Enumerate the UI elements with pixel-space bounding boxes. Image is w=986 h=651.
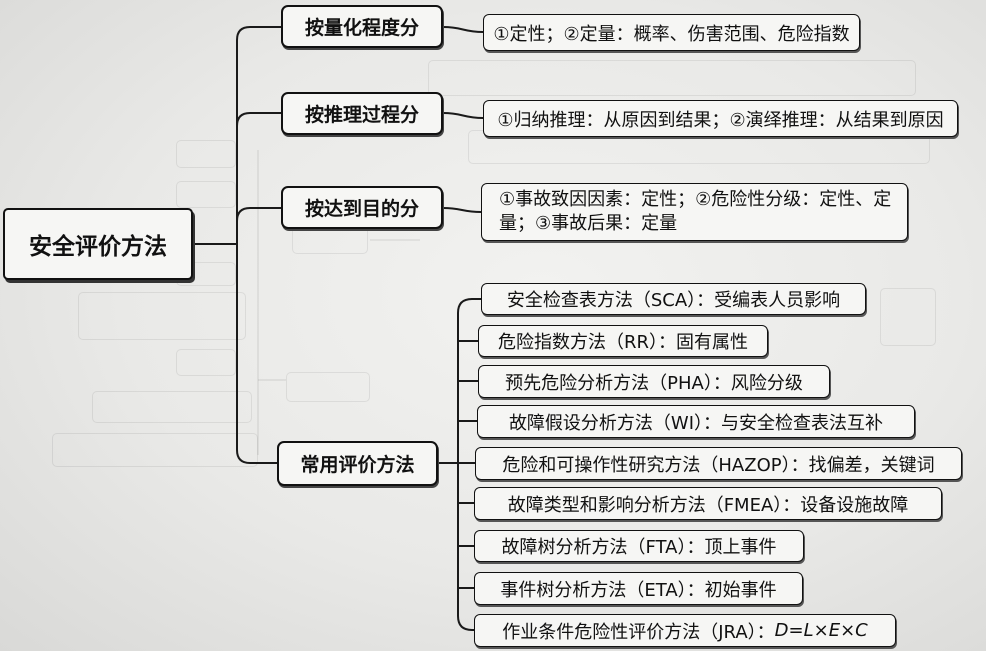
method-node-text: 故障假设分析方法（WI）：与安全检查表法互补	[508, 412, 884, 434]
connector-trunk-to-purpose	[236, 207, 282, 222]
branch-node-by-quantification: 按量化程度分	[281, 5, 443, 48]
branch-node-common-methods: 常用评价方法	[277, 441, 438, 486]
method-node-jra: 作业条件危险性评价方法（JRA）：D=L×E×C	[474, 614, 896, 647]
method-node-wi: 故障假设分析方法（WI）：与安全检查表法互补	[477, 405, 915, 438]
detail-node-text: ①归纳推理：从原因到结果；②演绎推理：从结果到原因	[497, 109, 944, 131]
method-node-eta: 事件树分析方法（ETA）：初始事件	[474, 572, 803, 605]
detail-node-text: ①事故致因因素：定性；②危险性分级：定性、定量；③事故后果：定量	[499, 189, 892, 234]
method-node-hazop: 危险和可操作性研究方法（HAZOP）：找偏差，关键词	[475, 447, 962, 480]
branch-node-label: 按达到目的分	[304, 198, 419, 220]
ghost-box	[176, 181, 236, 208]
branch-node-label: 按推理过程分	[304, 104, 419, 126]
method-node-fmea: 故障类型和影响分析方法（FMEA）：设备设施故障	[474, 487, 942, 520]
root-node: 安全评价方法	[3, 208, 193, 280]
method-node-text: 危险和可操作性研究方法（HAZOP）：找偏差，关键词	[502, 454, 935, 476]
branch-node-label: 按量化程度分	[304, 17, 419, 39]
method-formula: D=L×E×C	[774, 620, 868, 641]
connector-trunk-to-reasoning	[236, 112, 282, 127]
method-node-text: 危险指数方法（RR）：固有属性	[497, 332, 748, 353]
connector-methods-spine	[457, 298, 475, 631]
connector-trunk-to-quantification	[236, 26, 282, 245]
detail-node-purpose: ①事故致因因素：定性；②危险性分级：定性、定量；③事故后果：定量	[481, 183, 908, 241]
method-node-pha: 预先危险分析方法（PHA）：风险分级	[478, 365, 830, 398]
ghost-box	[176, 349, 236, 376]
branch-node-by-purpose: 按达到目的分	[281, 186, 443, 229]
method-node-text: 预先危险分析方法（PHA）：风险分级	[505, 372, 803, 394]
method-node-sca: 安全检查表方法（SCA）：受编表人员影响	[481, 283, 866, 315]
method-node-text: 事件树分析方法（ETA）：初始事件	[500, 579, 777, 601]
method-node-rr: 危险指数方法（RR）：固有属性	[478, 325, 768, 357]
connector-quantification-detail	[442, 26, 484, 33]
method-node-text: 故障树分析方法（FTA）：顶上事件	[501, 537, 777, 558]
branch-node-label: 常用评价方法	[300, 454, 415, 476]
connector-reasoning-detail	[442, 112, 484, 119]
method-node-fta: 故障树分析方法（FTA）：顶上事件	[474, 530, 804, 562]
detail-node-reasoning: ①归纳推理：从原因到结果；②演绎推理：从结果到原因	[483, 100, 958, 137]
ghost-lines	[257, 150, 420, 455]
connector-purpose-detail	[442, 207, 482, 213]
ghost-box	[880, 288, 936, 346]
connector-trunk-to-common-methods	[236, 243, 278, 464]
method-node-text: 作业条件危险性评价方法（JRA）：	[502, 621, 775, 643]
detail-node-text: ①定性；②定量：概率、伤害范围、危险指数	[493, 23, 850, 45]
ghost-box	[78, 292, 246, 340]
ghost-box	[52, 433, 258, 467]
root-node-label: 安全评价方法	[29, 234, 167, 260]
branch-node-by-reasoning: 按推理过程分	[281, 92, 443, 135]
method-node-text: 故障类型和影响分析方法（FMEA）：设备设施故障	[507, 494, 909, 516]
ghost-box	[428, 60, 916, 96]
detail-node-quantification: ①定性；②定量：概率、伤害范围、危险指数	[483, 14, 860, 51]
ghost-box	[176, 140, 236, 168]
ghost-box	[286, 372, 370, 402]
method-node-text: 安全检查表方法（SCA）：受编表人员影响	[506, 290, 841, 311]
ghost-box	[92, 391, 252, 423]
